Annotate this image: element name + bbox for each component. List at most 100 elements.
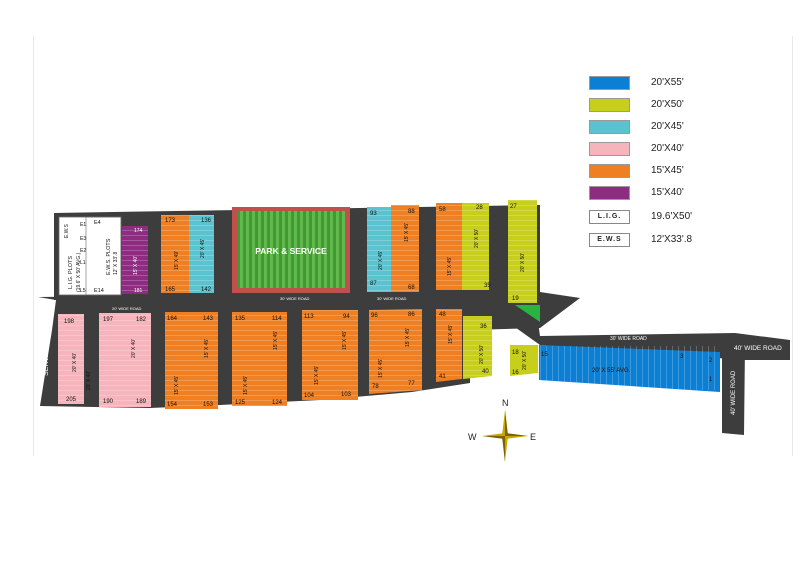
legend-label: 12'X33'.8 [651,234,693,245]
lig-size-label: (19.6' X 50' AVG.) [76,252,82,292]
plot-number-label: E1 [80,222,86,228]
plot-number-label: 20' X 40' [86,371,92,390]
plot-number-label: 87 [370,281,377,287]
plot-number-label: E2 [80,248,86,254]
plot-number-label: 20' X 40' [72,353,78,372]
plot-number-label: 173 [165,218,176,224]
plot-number-label: 18 [512,350,519,356]
plot-number-label: 19 [512,296,519,302]
north-plots [58,200,540,322]
plot-number-label: 86 [408,312,415,318]
road-40-side-label: 40' WIDE ROAD [731,370,737,415]
legend-tag-lig: L.I.G. [589,210,630,224]
compass-west-label: W [468,432,477,442]
ews-plots-label: E.W.S. PLOTS [106,238,112,275]
park [237,211,345,288]
plot-number-label: 93 [370,211,377,217]
plot-number-label: 136 [201,218,212,224]
plot-number-label: 28 [476,205,483,211]
legend-swatch [589,76,630,90]
compass-east-label: E [530,432,537,442]
plot-number-label: 104 [304,393,315,399]
plot-number-label: 15' X 45' [314,366,320,385]
plot-number-label: 198 [64,319,75,325]
plot-number-label: E14 [94,288,104,294]
plot-number-label: 125 [235,400,246,406]
plot-number-label: 15' X 45' [342,331,348,350]
plot-number-label: 36 [480,324,487,330]
compass-rose-icon [482,410,528,462]
legend-label: 20'X50' [651,99,684,110]
legend-row-20x50: 20'X50' [589,98,769,116]
plot-number-label: 153 [203,402,214,408]
blue-avg-label: 20' X 55' AVG. [592,368,631,374]
plot-number-label: E4 [94,220,101,226]
plot-number-label: 15' X 45' [204,339,210,358]
plot-number-label: 48 [439,312,446,318]
plot-number-label: 182 [136,317,147,323]
plot-number-label: 94 [343,314,350,320]
legend-row-20x45: 20'X45' [589,120,769,138]
map-labels: PARK & SERVICE SERVICE 40' WIDE ROAD 40'… [43,204,782,415]
plot-number-label: 15' X 45' [243,376,249,395]
plot-number-label: 15' X 45' [405,328,411,347]
plot-number-label: 135 [235,316,246,322]
plot-number-label: 20' X 50' [474,229,480,248]
lig-block [85,216,122,296]
plot-number-label: 2 [709,358,713,364]
lig-plots-label: L.I.G. PLOTS [68,256,74,289]
legend-swatch [589,120,630,134]
legend-row-15x45: 15'X45' [589,164,769,182]
right-frame-line [792,36,793,456]
service-label: SERVICE [43,345,50,376]
plot-number-label: 1 [709,377,713,383]
plot-number-label: L1 [80,260,86,266]
plot-number-label: 15' X 45' [273,331,279,350]
legend-label: 15'X45' [651,165,684,176]
ews-size-label: 12' X 33'.8 [113,251,119,275]
ews-header-label: E.W.S [64,223,70,238]
plot-number-label: L5 [80,288,86,294]
plot-number-label: 143 [203,316,214,322]
plot-number-label: 20' X 45' [378,251,384,270]
plot-number-label: 88 [408,209,415,215]
plot-20x50-block-s2 [510,345,538,376]
road-40-top-label: 40' WIDE ROAD [734,345,782,352]
road-30-small-label: 30' WIDE ROAD [280,296,310,301]
plot-number-label: 27 [510,204,517,210]
plot-number-label: 15' X 45' [448,325,454,344]
legend-swatch [589,98,630,112]
legend-label: 15'X40' [651,187,684,198]
plot-number-label: 124 [272,400,283,406]
plot-number-label: 154 [167,402,178,408]
legend-row-15x40: 15'X40' [589,186,769,204]
road-20-small-label: 20' WIDE ROAD [112,306,142,311]
plot-number-label: 15' X 49' [174,251,180,270]
plot-number-label: 78 [372,384,379,390]
plot-number-label: E3 [80,236,86,242]
plot-number-label: 41 [439,374,446,380]
plot-number-label: 20' X 40' [131,339,137,358]
plot-number-label: 20' X 45' [200,239,206,258]
legend-swatch [589,164,630,178]
legend-swatch [589,142,630,156]
plot-number-label: 16 [512,370,519,376]
plot-number-label: 58 [439,207,446,213]
plot-number-label: 164 [167,316,178,322]
plot-number-label: 114 [272,316,282,322]
legend-tag-ews: E.W.S [589,233,630,247]
plot-number-label: 3 [680,354,684,360]
plot-number-label: 68 [408,285,415,291]
plot-number-label: 174 [134,228,143,234]
plot-number-label: 103 [341,392,352,398]
legend-row-20x55: 20'X55' [589,76,769,94]
plot-number-label: 189 [136,399,147,405]
plot-number-label: 181 [134,288,143,294]
plot-number-label: 142 [201,287,212,293]
plot-number-label: 20' X 50' [520,253,526,272]
east-road-40-vertical [722,345,745,435]
plot-number-label: 113 [304,314,314,320]
legend-label: 19.6'X50' [651,211,693,222]
legend-label: 20'X55' [651,77,684,88]
